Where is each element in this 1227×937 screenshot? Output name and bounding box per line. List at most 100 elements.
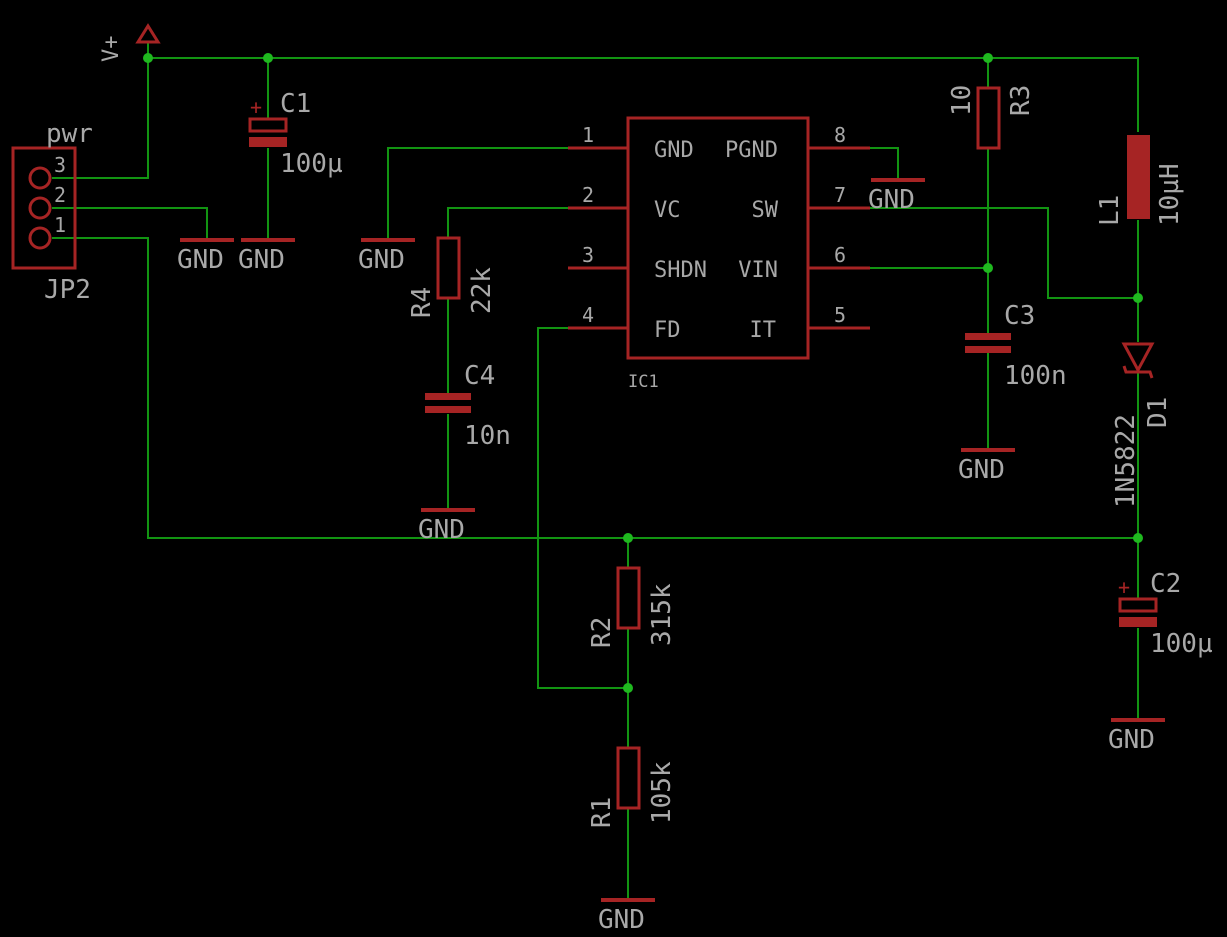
connector-pin-3	[28, 166, 52, 190]
wire-ic-pin2	[447, 207, 570, 238]
capacitor-plate-negative	[1119, 617, 1157, 627]
junction-dot	[263, 53, 273, 63]
resistor-body	[976, 86, 1001, 150]
resistor-value: 22k	[467, 267, 497, 314]
ground-symbols: GND GND GND GND GND GND GND GND	[177, 178, 1165, 935]
ic-pin-number: 7	[834, 183, 846, 207]
polarity-plus: +	[250, 95, 262, 119]
capacitor-ref: C3	[1004, 301, 1035, 331]
polarity-plus: +	[1118, 575, 1130, 599]
ic-pin-number: 2	[582, 183, 594, 207]
resistor-r1: R1 105k	[587, 746, 677, 828]
ic-pin-number: 1	[582, 123, 594, 147]
wire-vplus-rail	[147, 41, 1139, 132]
ic-pin-name: VIN	[738, 258, 778, 283]
ic-pin-name: SHDN	[654, 258, 707, 283]
gnd-label: GND	[418, 515, 465, 545]
capacitor-ref: C4	[464, 361, 495, 391]
gnd-label: GND	[958, 455, 1005, 485]
inductor-l1: L1 10µH	[1095, 135, 1185, 226]
connector-jp2: 3 2 1 pwr JP2	[11, 119, 93, 305]
supply-label: V+	[99, 36, 124, 63]
resistor-ref: R4	[407, 287, 437, 318]
wire-jp2-pin1	[52, 237, 1138, 539]
capacitor-plate	[965, 346, 1011, 353]
capacitor-c1: + C1 100µ	[248, 89, 343, 179]
capacitor-plate-positive	[1118, 597, 1158, 613]
resistor-value: 105k	[647, 761, 677, 824]
wire-jp2-pin3	[52, 58, 149, 179]
capacitor-value: 100n	[1004, 361, 1067, 391]
junction-dot	[623, 533, 633, 543]
connector-pin-number: 1	[54, 213, 66, 237]
resistor-r3: 10 R3	[947, 85, 1036, 150]
inductor-value: 10µH	[1155, 163, 1185, 226]
ic-pin-number: 4	[582, 303, 594, 327]
wires	[52, 41, 1139, 898]
capacitor-c2: + C2 100µ	[1118, 569, 1213, 659]
wire-ic-pin4	[537, 327, 628, 689]
junction-dot	[623, 683, 633, 693]
gnd-label: GND	[868, 185, 915, 215]
ic-pin-name: SW	[752, 198, 779, 223]
gnd-label: GND	[177, 245, 224, 275]
supply-arrow-icon	[135, 23, 161, 44]
inductor-ref: L1	[1095, 195, 1125, 226]
capacitor-value: 10n	[464, 421, 511, 451]
wire-ic-pin1	[387, 147, 570, 238]
wire-jp2-pin2	[52, 207, 208, 238]
ic-ref: IC1	[628, 372, 659, 392]
inductor-body	[1127, 135, 1150, 219]
gnd-label: GND	[238, 245, 285, 275]
capacitor-ref: C1	[280, 89, 311, 119]
resistor-value: 315k	[647, 583, 677, 646]
connector-body	[11, 146, 77, 270]
junction-dot	[983, 53, 993, 63]
gnd-label: GND	[1108, 725, 1155, 755]
connector-value: pwr	[46, 119, 93, 149]
capacitor-plate	[425, 393, 471, 400]
ic-pin-number: 6	[834, 243, 846, 267]
ic-body	[626, 116, 810, 360]
junction-dot	[1133, 293, 1143, 303]
capacitor-plate	[965, 333, 1011, 340]
ic-pin-name: VC	[654, 198, 681, 223]
gnd-label: GND	[598, 905, 645, 935]
junction-dot	[983, 263, 993, 273]
junctions	[143, 53, 1143, 693]
resistor-body	[436, 236, 461, 300]
diode-value: 1N5822	[1111, 414, 1141, 508]
junction-dot	[143, 53, 153, 63]
ic-pin-number: 8	[834, 123, 846, 147]
ic-pin-number: 5	[834, 303, 846, 327]
capacitor-c4: C4 10n	[425, 361, 511, 451]
gnd-label: GND	[358, 245, 405, 275]
junction-dot	[1133, 533, 1143, 543]
capacitor-plate	[425, 406, 471, 413]
capacitor-value: 100µ	[1150, 629, 1213, 659]
diode-ref: D1	[1143, 397, 1173, 428]
wire-ic-pin7	[870, 207, 1138, 299]
ic-pin-name: GND	[654, 138, 694, 163]
connector-ref: JP2	[44, 275, 91, 305]
resistor-ref: R1	[587, 797, 617, 828]
resistor-ref: R2	[587, 617, 617, 648]
resistor-ref: R3	[1006, 85, 1036, 116]
diode-cathode-bar	[1122, 365, 1154, 379]
diode-triangle	[1121, 342, 1155, 374]
connector-pin-number: 3	[54, 153, 66, 177]
connector-pin-2	[28, 196, 52, 220]
ic-pin-name: PGND	[725, 138, 778, 163]
connector-pin-number: 2	[54, 183, 66, 207]
resistor-body	[616, 746, 641, 810]
ic-pin-number: 3	[582, 243, 594, 267]
resistor-body	[616, 566, 641, 630]
capacitor-value: 100µ	[280, 149, 343, 179]
capacitor-plate-positive	[248, 117, 288, 133]
ic-pin-name: FD	[654, 318, 681, 343]
connector-pin-1	[28, 226, 52, 250]
diode-d1: D1 1N5822	[1111, 342, 1173, 508]
capacitor-plate-negative	[249, 137, 287, 147]
ic1: 1 2 3 4 8 7 6 5 GND VC SHDN FD PGND SW V…	[568, 116, 870, 392]
